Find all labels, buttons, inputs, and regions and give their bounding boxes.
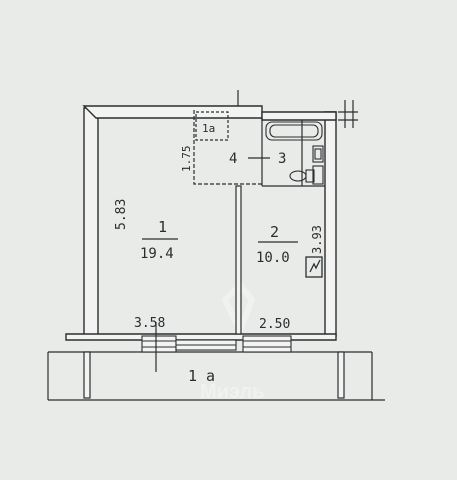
window-openings [141, 335, 292, 353]
bathtub-icon [265, 121, 323, 141]
top-wall [82, 105, 263, 119]
hall-outline [193, 110, 262, 185]
label-rules [142, 157, 298, 372]
watermark-text: Миэль [200, 381, 265, 403]
room1-width-dim: 3.58 [134, 316, 165, 331]
right-wall [324, 111, 337, 337]
room4-number: 4 [229, 151, 237, 167]
window-room1 [141, 335, 177, 353]
room1-area: 19.4 [140, 246, 174, 262]
balcony-number: 1 а [188, 367, 215, 385]
room2-area: 10.0 [256, 250, 290, 266]
toilet-icon [289, 165, 324, 185]
left-wall [83, 107, 99, 337]
hall-width-dim: 1.75 [180, 146, 193, 173]
bottom-wall [65, 333, 337, 341]
watermark-logo: Миэль [200, 280, 265, 403]
wall-ticks [237, 90, 358, 128]
vent-shaft-icon [305, 256, 323, 278]
sink-icon [312, 145, 324, 163]
room2-number: 2 [270, 223, 279, 241]
room1-number: 1 [158, 218, 167, 236]
partition-wall [235, 185, 242, 335]
balcony [47, 351, 385, 401]
closet-outline [195, 111, 229, 141]
room2-length-dim: 3.93 [310, 225, 324, 254]
room3-number: 3 [278, 151, 286, 167]
hall-bath-block [193, 110, 325, 187]
room1-length-dim: 5.83 [114, 199, 129, 230]
closet-number: 1а [202, 122, 215, 135]
balcony-right-post [337, 351, 345, 399]
exterior-walls [65, 105, 337, 341]
balcony-left-post [83, 351, 91, 399]
window-room2 [242, 335, 292, 353]
bath-top-wall [261, 111, 337, 121]
watermark-mark [221, 280, 256, 338]
room2-width-dim: 2.50 [259, 317, 290, 332]
